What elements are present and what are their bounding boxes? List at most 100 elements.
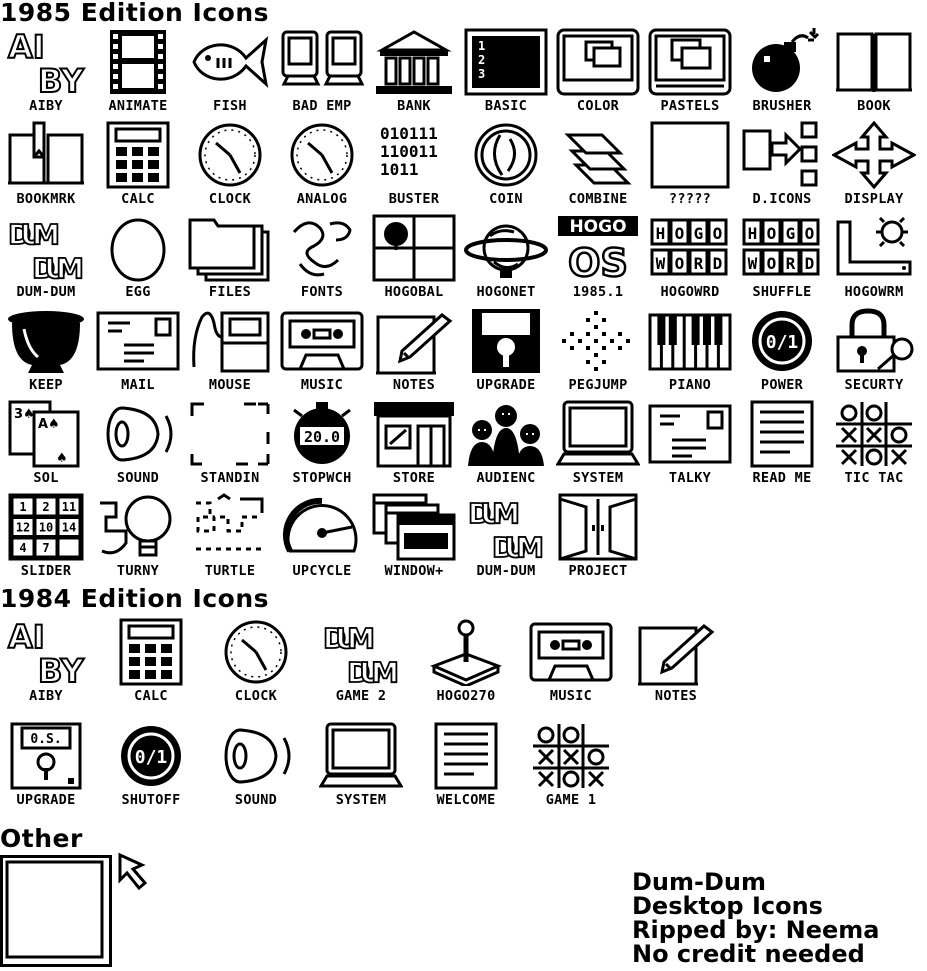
- desktop-icon-bookmrk[interactable]: BOOKMRK: [0, 119, 92, 211]
- svg-text:O: O: [675, 224, 685, 243]
- icon-label: COIN: [489, 191, 523, 207]
- desktop-icon-notes[interactable]: NOTES: [630, 616, 722, 708]
- desktop-icon-mail[interactable]: MAIL: [92, 305, 184, 397]
- four-arrows-icon: [832, 121, 916, 189]
- desktop-icon-color[interactable]: COLOR: [552, 26, 644, 118]
- icon-label: SLIDER: [20, 563, 72, 579]
- icon-label: UPGRADE: [16, 792, 76, 808]
- icon-label: SYSTEM: [572, 470, 624, 486]
- desktop-icon-piano[interactable]: PIANO: [644, 305, 736, 397]
- desktop-icon-[interactable]: ?????: [644, 119, 736, 211]
- desktop-icon-bad-emp[interactable]: BAD EMP: [276, 26, 368, 118]
- desktop-icon-mouse[interactable]: MOUSE: [184, 305, 276, 397]
- svg-text:BY: BY: [38, 652, 85, 686]
- svg-text:D: D: [805, 254, 815, 273]
- desktop-icon-talky[interactable]: TALKY: [644, 398, 736, 490]
- icon-label: NOTES: [654, 688, 698, 704]
- desktop-icon-welcome[interactable]: WELCOME: [420, 720, 512, 812]
- playing-cards-icon: 3♠A♠♠: [4, 400, 88, 468]
- icon-label: MAIL: [121, 377, 155, 393]
- desktop-icon-display[interactable]: DISPLAY: [828, 119, 920, 211]
- icon-label: STOPWCH: [292, 470, 352, 486]
- desktop-icon-sol[interactable]: 3♠A♠♠ SOL: [0, 398, 92, 490]
- icon-label: AUDIENC: [476, 470, 536, 486]
- desktop-icon-standin[interactable]: STANDIN: [184, 398, 276, 490]
- desktop-icon-music[interactable]: MUSIC: [525, 616, 617, 708]
- desktop-icon-clock[interactable]: CLOCK: [184, 119, 276, 211]
- desktop-icon-hogowrm[interactable]: HOGOWRM: [828, 212, 920, 304]
- svg-text:HOGO: HOGO: [569, 217, 626, 237]
- document-icon: [424, 722, 508, 790]
- desktop-icon-upgrade[interactable]: 0.S.UPGRADE: [0, 720, 92, 812]
- desktop-icon-tic-tac[interactable]: TIC TAC: [828, 398, 920, 490]
- desktop-icon-analog[interactable]: ANALOG: [276, 119, 368, 211]
- desktop-icon-calc[interactable]: CALC: [92, 119, 184, 211]
- open-book-icon: [832, 28, 916, 96]
- desktop-icon-system[interactable]: SYSTEM: [315, 720, 407, 812]
- desktop-icon-project[interactable]: PROJECT: [552, 491, 644, 583]
- desktop-icon-keep[interactable]: KEEP: [0, 305, 92, 397]
- desktop-icon-pegjump[interactable]: PEGJUMP: [552, 305, 644, 397]
- svg-text:H: H: [656, 224, 666, 243]
- desktop-icon-fonts[interactable]: FONTS: [276, 212, 368, 304]
- monitor-icon: [319, 722, 403, 790]
- desktop-icon-hogo270[interactable]: HOGO270: [420, 616, 512, 708]
- desktop-icon-book[interactable]: BOOK: [828, 26, 920, 118]
- icon-label: HOGO270: [436, 688, 496, 704]
- desktop-icon-hogonet[interactable]: HOGONET: [460, 212, 552, 304]
- desktop-icon-animate[interactable]: ANIMATE: [92, 26, 184, 118]
- desktop-icon-clock[interactable]: CLOCK: [210, 616, 302, 708]
- desktop-icon-audienc[interactable]: AUDIENC: [460, 398, 552, 490]
- svg-text:O: O: [767, 224, 777, 243]
- desktop-icon-store[interactable]: STORE: [368, 398, 460, 490]
- desktop-icon-files[interactable]: FILES: [184, 212, 276, 304]
- svg-text:DUM: DUM: [323, 622, 375, 655]
- svg-text:D: D: [713, 254, 723, 273]
- desktop-icon-d-icons[interactable]: D.ICONS: [736, 119, 828, 211]
- desktop-icon-sound[interactable]: SOUND: [92, 398, 184, 490]
- worm-icon: [832, 214, 916, 282]
- desktop-icon-upgrade[interactable]: UPGRADE: [460, 305, 552, 397]
- desktop-icon-pastels[interactable]: PASTELS: [644, 26, 736, 118]
- svg-text:11: 11: [62, 500, 76, 514]
- desktop-icon-read-me[interactable]: READ ME: [736, 398, 828, 490]
- cauldron-icon: [4, 307, 88, 375]
- desktop-icon-coin[interactable]: COIN: [460, 119, 552, 211]
- desktop-icon-securty[interactable]: SECURTY: [828, 305, 920, 397]
- desktop-icon-notes[interactable]: NOTES: [368, 305, 460, 397]
- desktop-icon-hogobal[interactable]: HOGOBAL: [368, 212, 460, 304]
- desktop-icon-bank[interactable]: BANK: [368, 26, 460, 118]
- desktop-icon-turny[interactable]: TURNY: [92, 491, 184, 583]
- svg-text:010111: 010111: [380, 124, 438, 143]
- folder-stack-icon: [188, 214, 272, 282]
- desktop-icon-sound[interactable]: SOUND: [210, 720, 302, 812]
- desktop-icon-music[interactable]: MUSIC: [276, 305, 368, 397]
- icon-label: SOL: [33, 470, 59, 486]
- desktop-icon-game-1[interactable]: GAME 1: [525, 720, 617, 812]
- icon-label: COMBINE: [568, 191, 628, 207]
- desktop-icon-brusher[interactable]: BRUSHER: [736, 26, 828, 118]
- desktop-icon-system[interactable]: SYSTEM: [552, 398, 644, 490]
- desktop-icon-turtle[interactable]: TURTLE: [184, 491, 276, 583]
- desktop-icon-upcycle[interactable]: UPCYCLE: [276, 491, 368, 583]
- desktop-icon-calc[interactable]: CALC: [105, 616, 197, 708]
- desktop-icon-egg[interactable]: EGG: [92, 212, 184, 304]
- desktop-icon-fish[interactable]: FISH: [184, 26, 276, 118]
- desktop-icon-combine[interactable]: COMBINE: [552, 119, 644, 211]
- calculator-icon: [96, 121, 180, 189]
- desktop-icon-window[interactable]: WINDOW+: [368, 491, 460, 583]
